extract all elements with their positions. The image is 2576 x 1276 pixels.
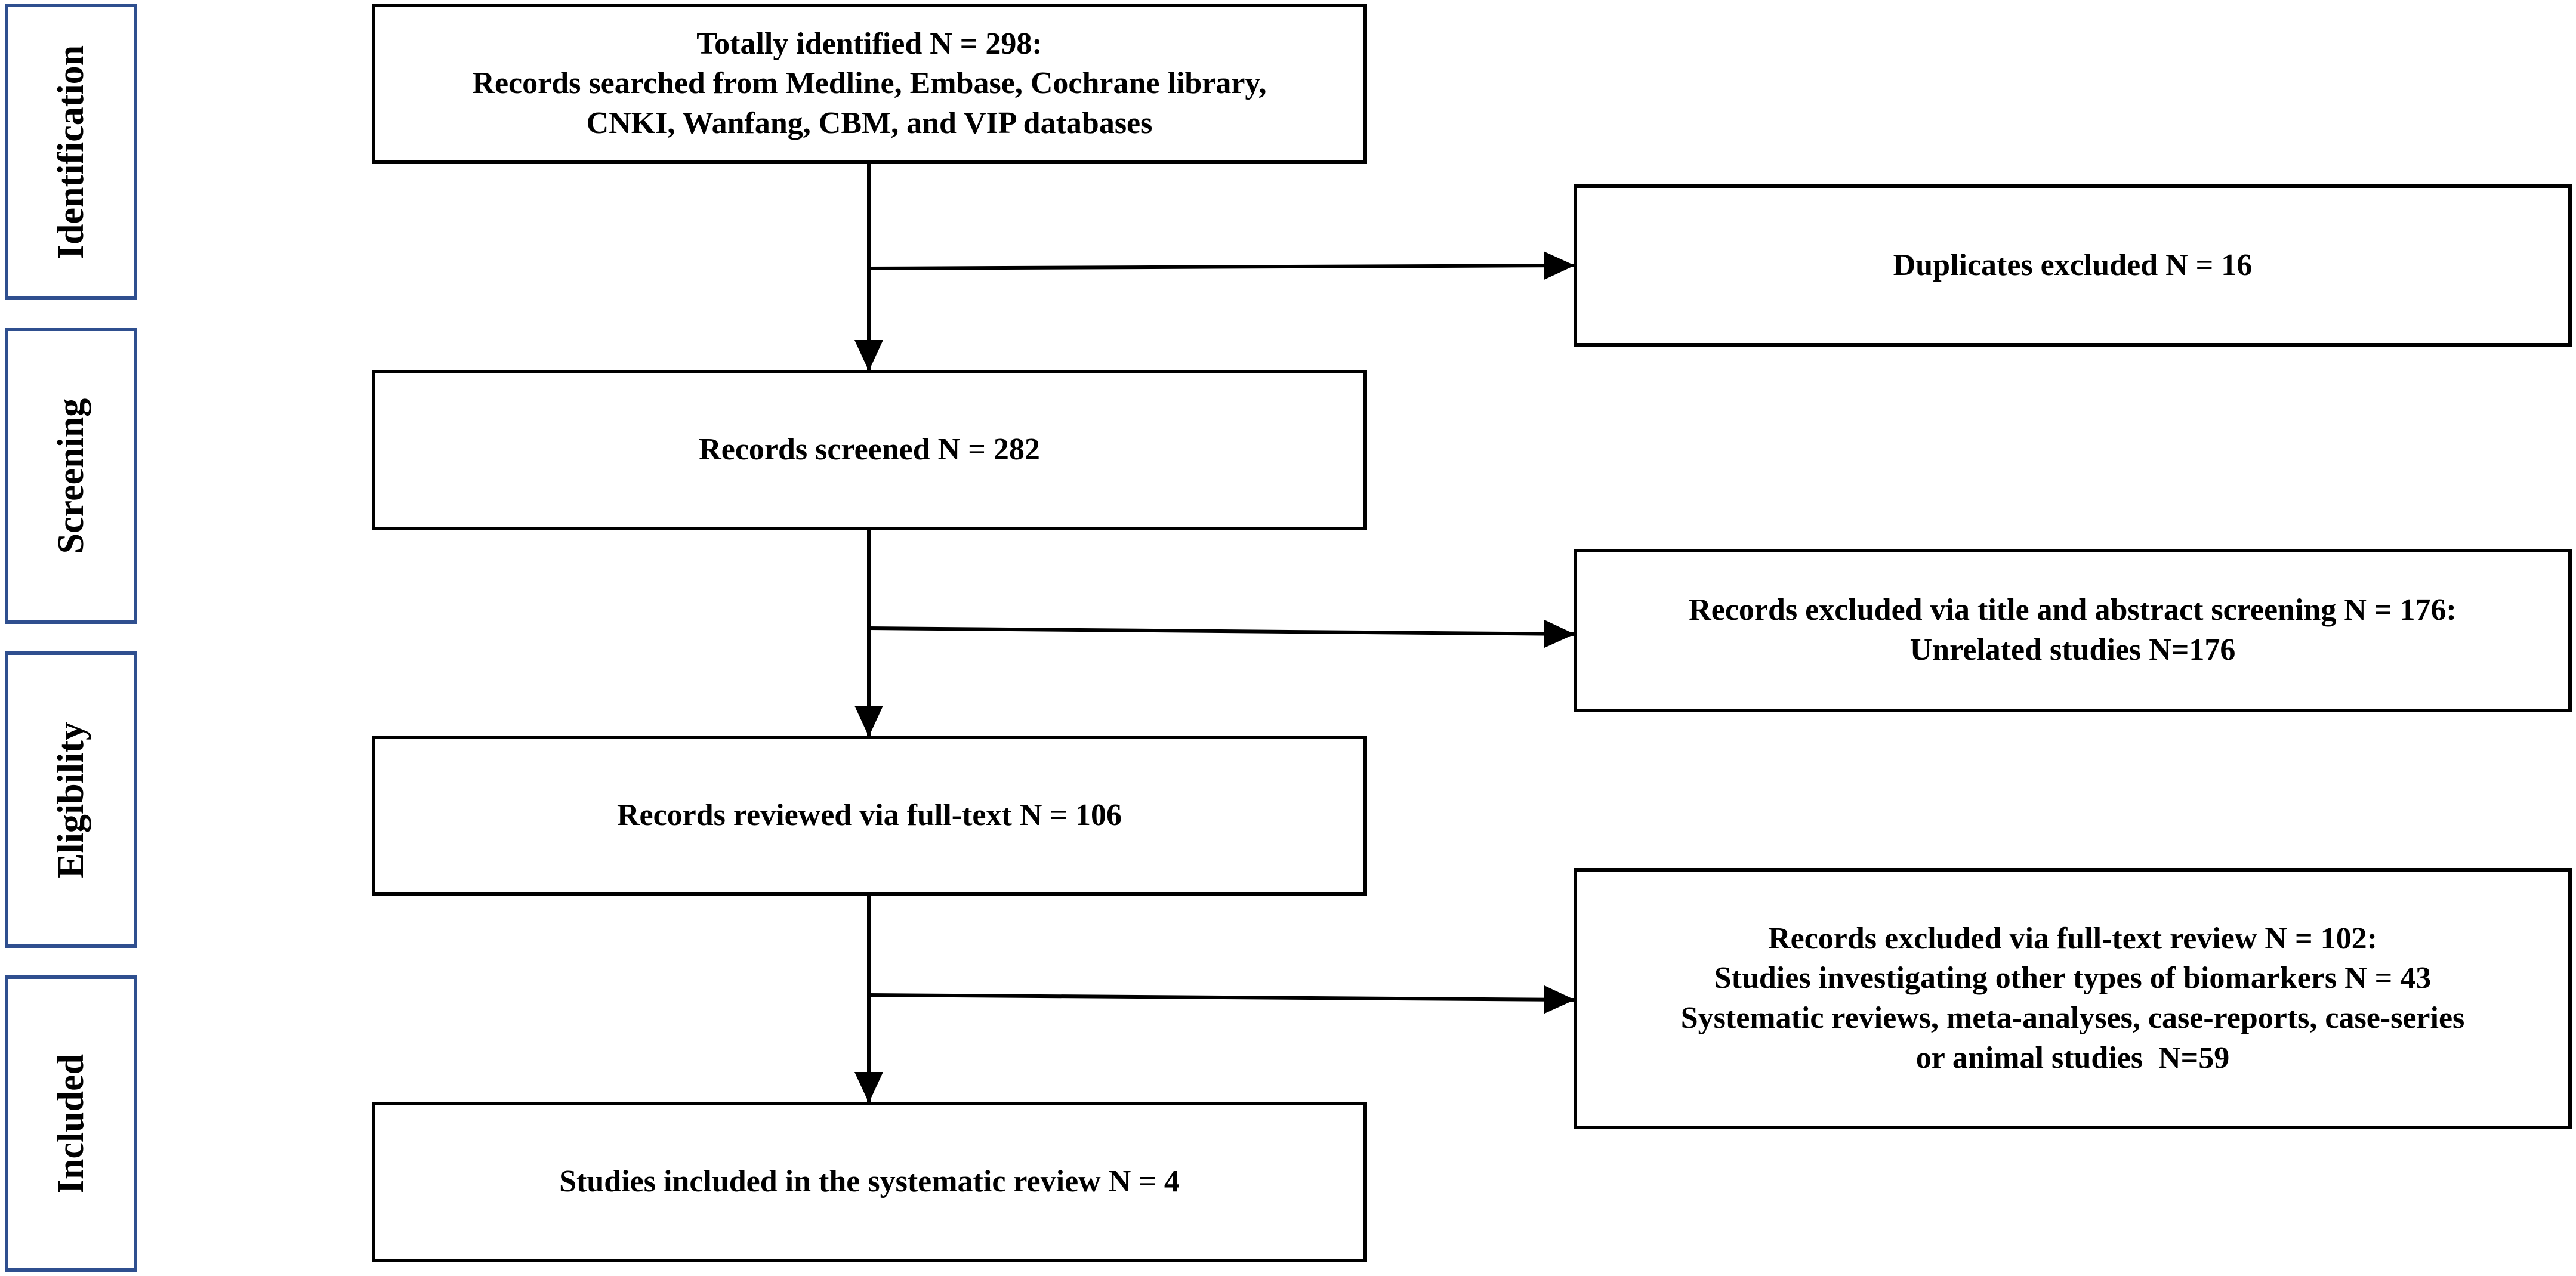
full-text-line-1: Records excluded via full-text review N … [1768, 921, 2377, 956]
full-text-line-4: or animal studies N=59 [1915, 1040, 2230, 1075]
full-text-line-2: Studies investigating other types of bio… [1714, 961, 2432, 996]
stage-screening: Screening [5, 328, 137, 624]
full-text-line-3: Systematic reviews, meta-analyses, case-… [1680, 1001, 2465, 1035]
arrow-to-title-abstract-exclusion [868, 619, 1575, 648]
stage-eligibility: Eligibility [5, 651, 137, 948]
box-title-abstract-excluded: Records excluded via title and abstract … [1574, 549, 2572, 712]
screened-line-1: Records screened N = 282 [699, 432, 1040, 467]
box-full-text-excluded: Records excluded via full-text review N … [1574, 868, 2572, 1129]
stage-identification: Identification [5, 4, 137, 300]
duplicates-line-1: Duplicates excluded N = 16 [1893, 248, 2253, 282]
box-duplicates-excluded: Duplicates excluded N = 16 [1574, 184, 2572, 347]
arrow-to-full-text-exclusion [868, 985, 1575, 1014]
stage-included: Included [5, 975, 137, 1272]
identified-line-3: CNKI, Wanfang, CBM, and VIP databases [586, 106, 1153, 140]
identified-line-1: Totally identified N = 298: [696, 26, 1042, 61]
arrow-to-duplicates [868, 251, 1575, 280]
identified-line-2: Records searched from Medline, Embase, C… [472, 66, 1267, 101]
included-line-1: Studies included in the systematic revie… [559, 1164, 1180, 1199]
box-identified: Totally identified N = 298: Records sear… [372, 4, 1367, 164]
title-abstract-line-2: Unrelated studies N=176 [1909, 633, 2236, 667]
box-reviewed: Records reviewed via full-text N = 106 [372, 736, 1367, 896]
box-included: Studies included in the systematic revie… [372, 1102, 1367, 1262]
title-abstract-line-1: Records excluded via title and abstract … [1689, 593, 2457, 628]
box-screened: Records screened N = 282 [372, 370, 1367, 530]
reviewed-line-1: Records reviewed via full-text N = 106 [616, 798, 1122, 833]
